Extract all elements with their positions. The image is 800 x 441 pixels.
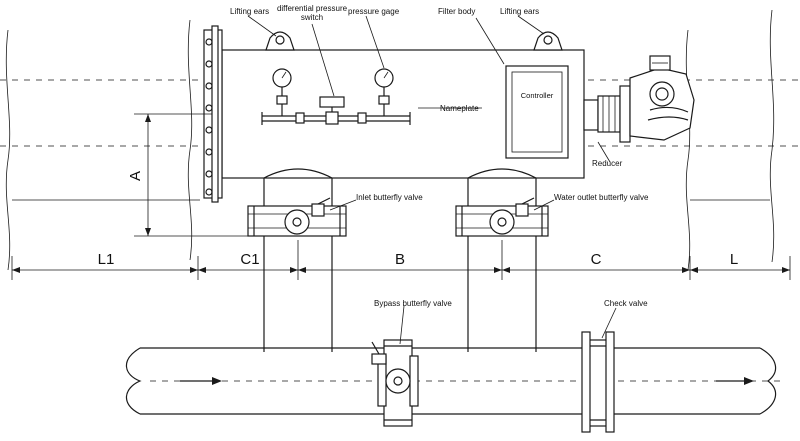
lifting-ear-left [265, 31, 295, 51]
dimension-l-label: L [730, 251, 738, 268]
pressure-gauge-assembly [261, 68, 411, 125]
dimension-a [134, 113, 270, 237]
outlet-valve-label: Water outlet butterfly valve [554, 193, 649, 202]
dimension-a-label: A [127, 171, 144, 181]
dimension-l1-label: L1 [98, 251, 115, 268]
reducer-motor [583, 55, 695, 143]
controller-label: Controller [521, 91, 554, 100]
check-valve-label: Check valve [604, 299, 648, 308]
reducer-label: Reducer [592, 159, 623, 168]
outlet-butterfly-valve [455, 197, 549, 237]
differential-pressure-switch [319, 96, 345, 108]
inlet-butterfly-valve [247, 197, 347, 237]
dimension-c1-label: C1 [240, 251, 259, 268]
flow-arrow-right [744, 377, 754, 385]
lifting-ears-right-label: Lifting ears [500, 7, 539, 16]
lifting-ear-right-hole [543, 35, 553, 45]
bypass-valve-label: Bypass butterfly valve [374, 299, 452, 308]
inlet-valve-label: Inlet butterfly valve [356, 193, 423, 202]
controller-panel [511, 71, 563, 153]
controller-box [505, 65, 569, 159]
bottom-pipe [125, 347, 780, 415]
dp-switch-label-line2: switch [301, 13, 323, 22]
leader-lines [247, 15, 617, 345]
check-valve [581, 331, 615, 433]
filter-body-label: Filter body [438, 7, 475, 16]
nameplate-label: Nameplate [440, 104, 479, 113]
lifting-ear-right [533, 31, 563, 51]
bypass-butterfly-valve [371, 339, 419, 427]
dimension-chain [11, 240, 791, 280]
dimension-c-label: C [591, 251, 602, 268]
pressure-gage-label: pressure gage [348, 7, 400, 16]
left-break-lines [5, 19, 193, 271]
dimension-b-label: B [395, 251, 405, 268]
lifting-ears-left-label: Lifting ears [230, 7, 269, 16]
dp-switch-label-line1: differential pressure [277, 4, 348, 13]
right-break-lines [685, 9, 775, 271]
lifting-ear-left-hole [275, 35, 285, 45]
flow-arrow-left [212, 377, 222, 385]
